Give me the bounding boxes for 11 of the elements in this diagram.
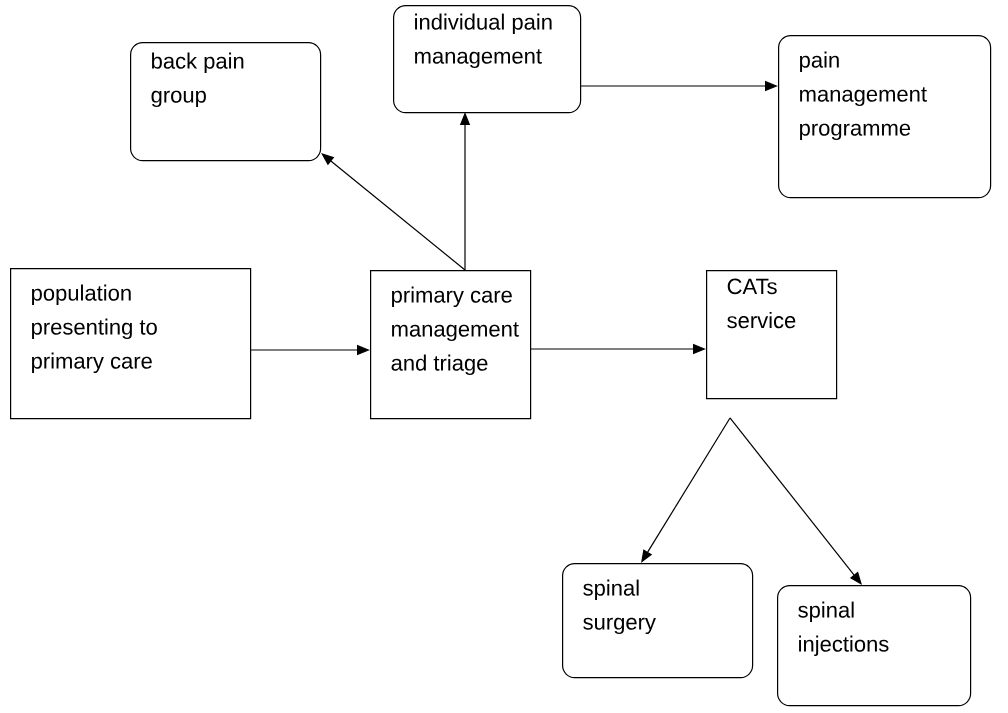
process-box: CATs service <box>706 270 838 400</box>
rounded-box: spinal injections <box>777 585 972 707</box>
arrow <box>321 153 466 271</box>
process-box: primary care management and triage <box>370 270 532 420</box>
arrow <box>641 417 731 563</box>
arrow <box>729 417 862 585</box>
rounded-box: spinal surgery <box>562 563 754 679</box>
process-box: population presenting to primary care <box>10 268 252 420</box>
rounded-box: individual pain management <box>393 5 582 114</box>
rounded-box: back pain group <box>130 42 322 162</box>
rounded-box: pain management programme <box>778 35 992 199</box>
